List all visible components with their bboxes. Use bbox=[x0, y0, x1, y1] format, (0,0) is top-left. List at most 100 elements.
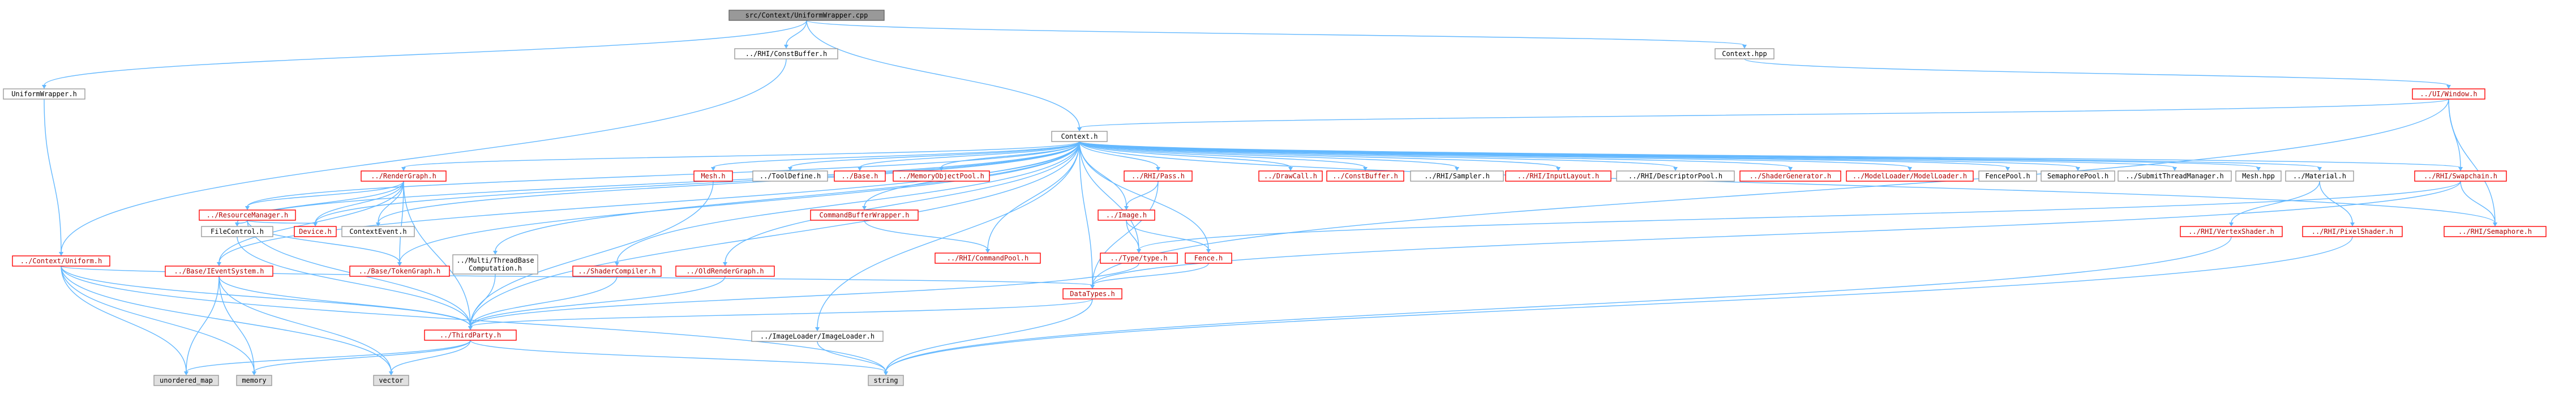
node-rhi-semaphore[interactable]: ../RHI/Semaphore.h bbox=[2444, 226, 2547, 237]
node-rhi-pixelshader[interactable]: ../RHI/PixelShader.h bbox=[2302, 226, 2403, 237]
edge-context_hpp-to-ui_window bbox=[1744, 58, 2449, 86]
node-label: ../MemoryObjectPool.h bbox=[898, 172, 984, 180]
node-box bbox=[1098, 209, 1155, 221]
edge-arrow-context_h-to-rhi_swapchain bbox=[2458, 167, 2463, 171]
node-base[interactable]: ../Base.h bbox=[834, 170, 886, 182]
node-datatypes[interactable]: DataTypes.h bbox=[1062, 288, 1122, 299]
edge-arrow-context_h-to-semaphorepool bbox=[2076, 167, 2080, 171]
node-mesh-hpp[interactable]: Mesh.hpp bbox=[2235, 170, 2282, 182]
node-modelloader[interactable]: ../ModelLoader/ModelLoader.h bbox=[1846, 170, 1974, 182]
node-constbuffer[interactable]: ../ConstBuffer.h bbox=[1326, 170, 1404, 182]
node-ui-window[interactable]: ../UI/Window.h bbox=[2412, 88, 2485, 100]
edge-arrow-ui_window-to-context_h bbox=[1077, 127, 1082, 131]
node-cmdbufferwrapper[interactable]: CommandBufferWrapper.h bbox=[810, 209, 919, 221]
edge-arrow-rendergraph-to-contextevent bbox=[376, 222, 380, 226]
node-box bbox=[12, 255, 110, 267]
node-rhi-inputlayout[interactable]: ../RHI/InputLayout.h bbox=[1505, 170, 1611, 182]
node-contextevent[interactable]: ContextEvent.h bbox=[341, 226, 415, 237]
edge-context_uniform-to-unordered_map bbox=[61, 266, 187, 373]
node-label: string bbox=[873, 376, 898, 384]
node-label: ../RHI/Semaphore.h bbox=[2458, 228, 2532, 236]
node-mesh-h[interactable]: Mesh.h bbox=[693, 170, 733, 182]
node-label: ../Base/TokenGraph.h bbox=[359, 267, 441, 275]
node-material[interactable]: ../Material.h bbox=[2285, 170, 2354, 182]
edge-material-to-rhi_vertexshader bbox=[2231, 181, 2320, 224]
node-root[interactable]: src/Context/UniformWrapper.cpp bbox=[728, 10, 885, 21]
node-label: ../ResourceManager.h bbox=[207, 211, 289, 219]
node-memobjpool[interactable]: ../MemoryObjectPool.h bbox=[893, 170, 990, 182]
edge-arrow-context_h-to-constbuffer bbox=[1363, 167, 1368, 171]
node-device[interactable]: Device.h bbox=[294, 226, 337, 237]
node-drawcall[interactable]: ../DrawCall.h bbox=[1258, 170, 1323, 182]
node-base-eventsystem[interactable]: ../Base/IEventSystem.h bbox=[165, 266, 273, 277]
node-base-tokengraph[interactable]: ../Base/TokenGraph.h bbox=[349, 266, 450, 277]
node-rhi-pass[interactable]: ../RHI/Pass.h bbox=[1124, 170, 1193, 182]
edge-arrow-context_h-to-rhi_pass bbox=[1156, 167, 1160, 171]
edge-arrow-context_h-to-oldrendergraph bbox=[723, 262, 727, 266]
node-label: ../Multi/ThreadBase bbox=[456, 256, 534, 264]
node-box bbox=[373, 375, 409, 386]
node-semaphorepool[interactable]: SemaphorePool.h bbox=[2041, 170, 2115, 182]
node-box bbox=[1846, 170, 1974, 182]
edge-base_eventsystem-to-vector bbox=[218, 276, 392, 373]
node-box bbox=[201, 226, 273, 237]
node-rhi-descpool[interactable]: ../RHI/DescriptorPool.h bbox=[1616, 170, 1735, 182]
node-label: ../ImageLoader/ImageLoader.h bbox=[760, 332, 875, 340]
node-context-hpp[interactable]: Context.hpp bbox=[1715, 48, 1775, 59]
edge-arrow-context_h-to-tooldefine bbox=[788, 167, 792, 171]
node-fence[interactable]: Fence.h bbox=[1185, 253, 1232, 264]
node-box bbox=[1185, 253, 1232, 264]
node-rhi-sampler[interactable]: ../RHI/Sampler.h bbox=[1410, 170, 1504, 182]
node-label: Context.h bbox=[1061, 132, 1098, 140]
node-shadergen[interactable]: ../ShaderGenerator.h bbox=[1739, 170, 1841, 182]
node-label: ../Image.h bbox=[1106, 211, 1147, 219]
node-box bbox=[2444, 226, 2547, 237]
node-box bbox=[1715, 48, 1775, 59]
edge-arrow-context_h-to-fencepool bbox=[2005, 167, 2010, 171]
node-resourcemanager[interactable]: ../ResourceManager.h bbox=[199, 209, 296, 221]
node-label: DataTypes.h bbox=[1070, 290, 1115, 298]
node-box bbox=[893, 170, 990, 182]
node-type-types[interactable]: ../Type/type.h bbox=[1100, 253, 1178, 264]
node-image[interactable]: ../Image.h bbox=[1098, 209, 1155, 221]
node-thirdparty[interactable]: ../ThirdParty.h bbox=[424, 329, 517, 341]
node-label: Mesh.hpp bbox=[2242, 172, 2275, 180]
edge-context_uniform-to-string bbox=[61, 266, 886, 373]
node-label: ../ThirdParty.h bbox=[440, 331, 501, 339]
node-rhi-swapchain[interactable]: ../RHI/Swapchain.h bbox=[2414, 170, 2507, 182]
node-label: memory bbox=[242, 376, 266, 384]
node-label: CommandBufferWrapper.h bbox=[820, 211, 910, 219]
node-tooldefine[interactable]: ../ToolDefine.h bbox=[752, 170, 828, 182]
node-oldrendergraph[interactable]: ../OldRenderGraph.h bbox=[675, 266, 775, 277]
node-uniformwrapper[interactable]: UniformWrapper.h bbox=[3, 88, 85, 100]
edge-arrow-context_h-to-modelloader bbox=[1908, 167, 1912, 171]
node-rhi-vertexshader[interactable]: ../RHI/VertexShader.h bbox=[2180, 226, 2283, 237]
node-shadercompiler[interactable]: ../ShaderCompiler.h bbox=[572, 266, 662, 277]
node-box bbox=[693, 170, 733, 182]
edge-arrow-context_h-to-rhi_sampler bbox=[1455, 167, 1459, 171]
node-submitthread[interactable]: ../SubmitThreadManager.h bbox=[2118, 170, 2232, 182]
edge-rhi_pass-to-image bbox=[1126, 181, 1159, 207]
edge-arrow-material-to-rhi_pixelshader bbox=[2350, 222, 2355, 226]
node-context-uniform[interactable]: ../Context/Uniform.h bbox=[12, 255, 110, 267]
node-context-h[interactable]: Context.h bbox=[1051, 131, 1108, 142]
node-box bbox=[341, 226, 415, 237]
node-label: ../ShaderCompiler.h bbox=[578, 267, 655, 275]
edge-thirdparty-to-string bbox=[470, 340, 886, 373]
edge-arrow-context_h-to-rhi_descpool bbox=[1673, 167, 1678, 171]
node-label: ../Type/type.h bbox=[1110, 254, 1167, 262]
node-box bbox=[2412, 88, 2485, 100]
node-fencepool[interactable]: FencePool.h bbox=[1978, 170, 2037, 182]
edge-arrow-material-to-rhi_vertexshader bbox=[2229, 222, 2234, 226]
edge-context_h-to-rhi_descpool bbox=[1079, 141, 1676, 168]
edge-thirdparty-to-memory bbox=[254, 340, 471, 373]
node-rhi-constbuffer-top[interactable]: ../RHI/ConstBuffer.h bbox=[734, 48, 838, 59]
edge-arrow-thirdparty-to-vector bbox=[389, 371, 393, 375]
node-rhi-cmdpool[interactable]: ../RHI/CommandPool.h bbox=[935, 253, 1041, 264]
edge-arrow-context_h-to-submitthread bbox=[2172, 167, 2177, 171]
node-imageloader[interactable]: ../ImageLoader/ImageLoader.h bbox=[751, 331, 884, 342]
node-rendergraph[interactable]: ../RenderGraph.h bbox=[361, 170, 447, 182]
node-filecontrol[interactable]: FileControl.h bbox=[201, 226, 273, 237]
node-box bbox=[236, 375, 272, 386]
